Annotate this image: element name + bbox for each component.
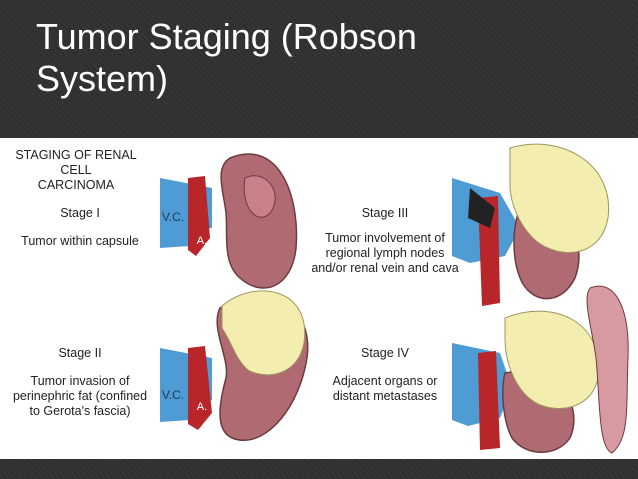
figure-heading-line-1: STAGING OF RENAL CELL xyxy=(15,148,137,177)
stage-1-description: Tumor within capsule xyxy=(10,234,150,249)
title-line-1: Tumor Staging (Robson xyxy=(36,16,417,57)
stage-3-description-line-3: and/or renal vein and cava xyxy=(311,261,459,275)
slide-title: Tumor Staging (Robson System) xyxy=(36,16,596,100)
stage-2-description-line-3: to Gerota's fascia) xyxy=(29,404,131,418)
stage-2-perinephric-fat xyxy=(221,290,306,376)
stage-3-tumor-thrombus xyxy=(468,188,495,228)
stage-1-description-line-1: Tumor within capsule xyxy=(21,234,139,248)
stage-2-description-line-1: Tumor invasion of xyxy=(30,374,130,388)
figure-heading-line-2: CARCINOMA xyxy=(37,178,115,192)
stage-2-label: Stage II xyxy=(58,346,102,360)
staging-illustration xyxy=(160,143,629,454)
slide-footer-band xyxy=(0,459,638,479)
stage-2-renal-artery xyxy=(188,346,212,430)
stage-1-vc-label: V.C. xyxy=(161,210,185,224)
staging-figure: STAGING OF RENAL CELL CARCINOMA Stage I … xyxy=(0,138,638,459)
stage-3-description-line-2: regional lymph nodes xyxy=(325,246,445,260)
stage-1-artery-label: A. xyxy=(196,235,208,247)
stage-2-vc-label: V.C. xyxy=(161,388,185,402)
stage-4-illustration xyxy=(452,285,629,454)
stage-1-renal-artery xyxy=(188,176,210,256)
stage-3-illustration xyxy=(452,143,610,306)
stage-4-tumor xyxy=(504,310,600,409)
title-line-2: System) xyxy=(36,58,169,99)
stage-4-description-line-2: distant metastases xyxy=(332,389,438,403)
stage-1-label: Stage I xyxy=(60,206,100,220)
stage-1-kidney xyxy=(220,153,298,289)
figure-heading: STAGING OF RENAL CELL CARCINOMA xyxy=(0,148,152,193)
stage-2-illustration xyxy=(160,290,309,441)
stage-2-description: Tumor invasion of perinephric fat (confi… xyxy=(0,374,160,419)
stage-4-colon xyxy=(586,285,629,454)
stage-3-description: Tumor involvement of regional lymph node… xyxy=(310,231,460,276)
stage-3-description-line-1: Tumor involvement of xyxy=(325,231,445,245)
stage-2-artery-label: A. xyxy=(196,401,208,413)
stage-1-illustration xyxy=(160,153,298,289)
stage-4-label: Stage IV xyxy=(361,346,409,360)
stage-4-description: Adjacent organs or distant metastases xyxy=(315,374,455,404)
stage-4-description-line-1: Adjacent organs or xyxy=(332,374,438,388)
stage-3-tumor xyxy=(509,143,610,254)
stage-2-description-line-2: perinephric fat (confined xyxy=(12,389,148,403)
stage-4-aorta xyxy=(478,351,500,450)
stage-1-tumor xyxy=(243,175,276,218)
stage-3-label: Stage III xyxy=(361,206,409,220)
